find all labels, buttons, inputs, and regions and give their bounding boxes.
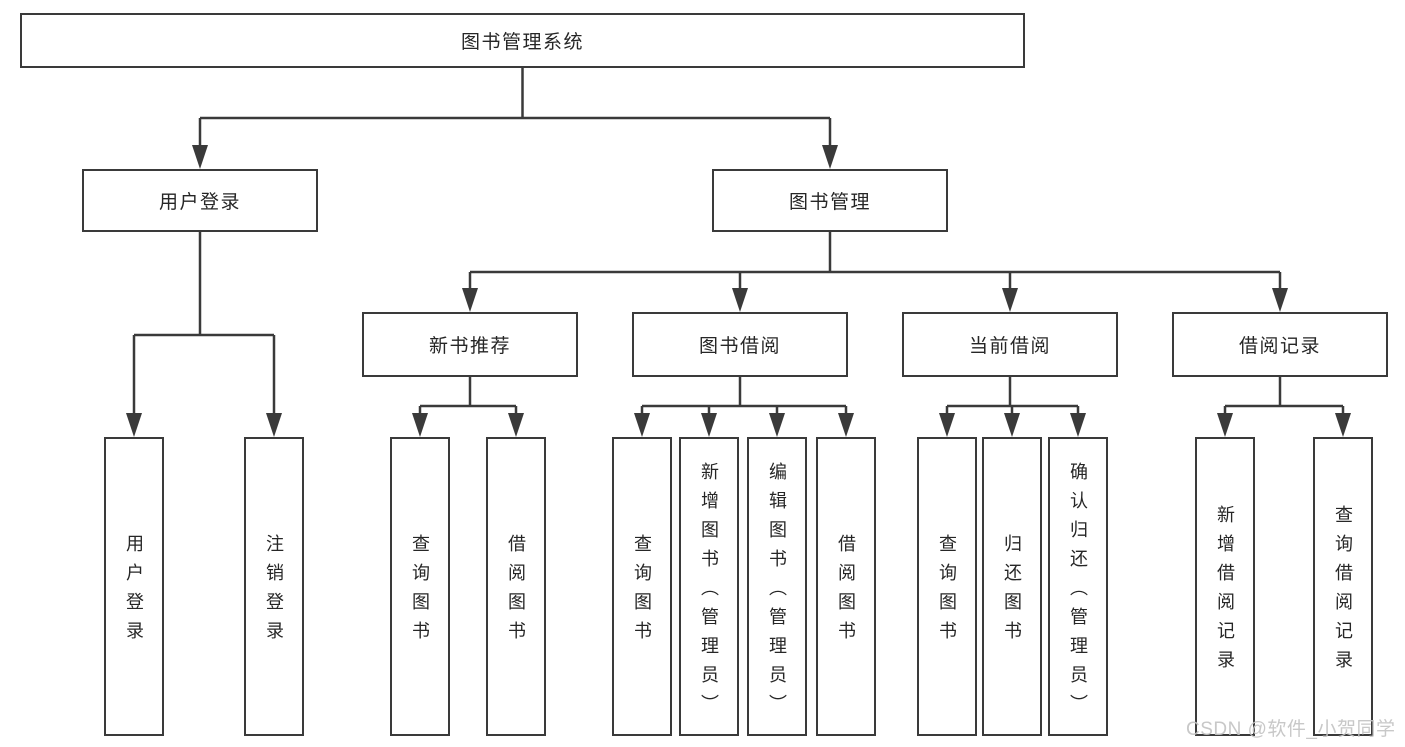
leaf-add-book-admin: 新增图书（管理员） [679,437,739,736]
leaf-label: 借阅图书 [506,534,526,650]
node-new-book-recommendation: 新书推荐 [362,312,578,377]
leaf-label: 借阅图书 [836,534,856,650]
leaf-label: 新增借阅记录 [1215,505,1235,679]
leaf-confirm-return-admin: 确认归还（管理员） [1048,437,1108,736]
leaf-label: 查询图书 [632,534,652,650]
node-current-borrowing: 当前借阅 [902,312,1118,377]
leaf-user-login: 用户登录 [104,437,164,736]
leaf-query-books-recommend: 查询图书 [390,437,450,736]
node-book-borrowing: 图书借阅 [632,312,848,377]
node-library-management-system: 图书管理系统 [20,13,1025,68]
leaf-label: 新增图书（管理员） [699,461,719,723]
node-user-login: 用户登录 [82,169,318,232]
leaf-label: 归还图书 [1002,534,1022,650]
leaf-query-books-borrowing: 查询图书 [612,437,672,736]
leaf-label: 查询图书 [937,534,957,650]
leaf-label: 查询借阅记录 [1333,505,1353,679]
node-borrowing-records: 借阅记录 [1172,312,1388,377]
csdn-watermark: CSDN @软件_小贺同学 [1186,719,1396,740]
node-book-management: 图书管理 [712,169,948,232]
leaf-borrow-books-recommend: 借阅图书 [486,437,546,736]
leaf-borrow-books-borrowing: 借阅图书 [816,437,876,736]
leaf-label: 注销登录 [264,534,284,650]
leaf-label: 确认归还（管理员） [1068,461,1088,723]
leaf-query-borrow-record: 查询借阅记录 [1313,437,1373,736]
leaf-return-books: 归还图书 [982,437,1042,736]
leaf-label: 查询图书 [410,534,430,650]
leaf-label: 编辑图书（管理员） [767,461,787,723]
leaf-edit-book-admin: 编辑图书（管理员） [747,437,807,736]
leaf-query-books-current: 查询图书 [917,437,977,736]
leaf-logout: 注销登录 [244,437,304,736]
leaf-add-borrow-record: 新增借阅记录 [1195,437,1255,736]
leaf-label: 用户登录 [124,534,144,650]
